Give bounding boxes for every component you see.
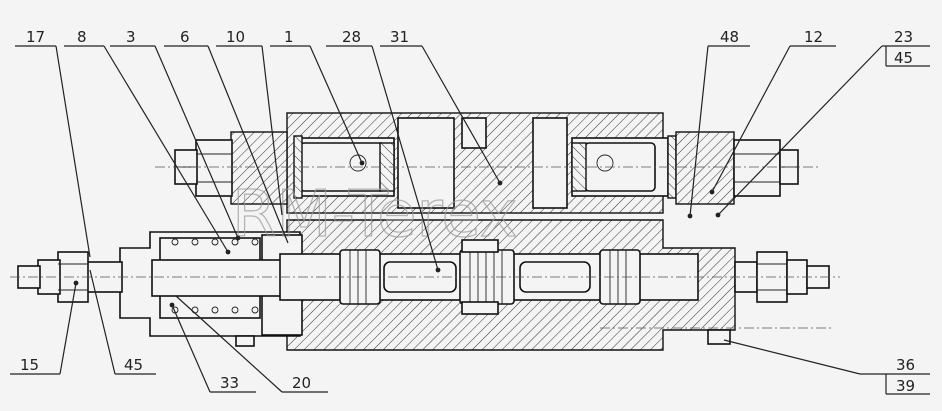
callout-45-bottom: 45 [124,356,143,374]
right-end-cap [675,131,799,205]
leader-dots [73,160,721,308]
callout-28: 28 [342,28,361,46]
callout-8: 8 [77,28,87,46]
callout-39: 39 [896,377,915,395]
callout-48: 48 [720,28,739,46]
bottom-plug [707,329,731,345]
center-lines [10,166,840,329]
callout-labels: 17 8 3 6 10 1 28 31 48 12 23 45 15 45 33… [20,28,915,395]
callout-6: 6 [180,28,190,46]
callout-31: 31 [390,28,409,46]
callout-20: 20 [292,374,311,392]
callout-10: 10 [226,28,245,46]
callout-36: 36 [896,356,915,374]
watermark: RM-Terex [232,178,518,252]
callout-33: 33 [220,374,239,392]
bottom-screw [235,335,255,347]
callout-23: 23 [894,28,913,46]
leader-lines [10,45,930,395]
callout-17: 17 [26,28,45,46]
callout-15: 15 [20,356,39,374]
callout-1: 1 [284,28,294,46]
callout-45-top: 45 [894,49,913,67]
callout-3: 3 [126,28,136,46]
callout-12: 12 [804,28,823,46]
left-end-cap [174,131,288,205]
spring-coils [171,238,259,314]
